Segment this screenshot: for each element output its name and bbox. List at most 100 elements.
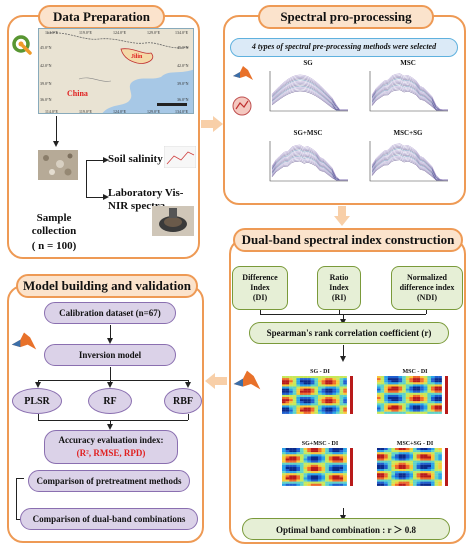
heatmap-cell xyxy=(427,477,432,480)
map-top-tick: 114.0°E xyxy=(45,30,58,35)
heatmap-cell xyxy=(285,448,290,451)
heatmap-cell xyxy=(380,409,385,412)
heatmap-cell xyxy=(289,454,293,457)
heatmap-cell xyxy=(395,475,399,478)
heatmap-cell xyxy=(431,401,435,404)
heatmap-cell xyxy=(395,464,399,467)
heatmap-cell xyxy=(423,401,428,404)
heatmap-cell xyxy=(303,452,308,455)
model-connector-h xyxy=(38,380,188,381)
heatmap-cell xyxy=(402,452,406,455)
heatmap-cell xyxy=(307,452,311,455)
heatmap-cell xyxy=(343,477,347,480)
heatmap-cell xyxy=(339,386,344,389)
heatmap-cell xyxy=(318,473,322,476)
map-bottom-tick: 134.0°E xyxy=(175,109,189,114)
index-line: (NDI) xyxy=(417,293,437,302)
heatmap-cell xyxy=(402,483,406,486)
heatmap-colorbar xyxy=(445,376,448,414)
heatmap-cell xyxy=(427,469,432,472)
model-rf: RF xyxy=(88,388,132,414)
heatmap-cell xyxy=(314,448,319,451)
heatmap-cell xyxy=(420,403,424,406)
heatmap-cell xyxy=(314,458,319,461)
heatmap-cell xyxy=(395,466,399,470)
heatmap-cell xyxy=(409,454,414,457)
heatmap-cell xyxy=(398,458,403,461)
heatmap-cell xyxy=(300,386,304,389)
matlab-icon xyxy=(11,332,37,350)
heatmap-cell xyxy=(398,475,403,478)
map-top-tick: 129.0°E xyxy=(147,30,161,35)
heatmap-cell xyxy=(307,411,311,414)
heatmap-cell xyxy=(416,456,421,459)
heatmap-cell xyxy=(377,473,381,476)
heatmap-cell xyxy=(405,409,410,412)
heatmap-cell xyxy=(292,479,297,482)
heatmap-cell xyxy=(303,380,308,383)
heatmap-cell xyxy=(420,469,424,472)
heatmap-cell xyxy=(384,464,388,467)
heatmap-cell xyxy=(300,388,304,391)
heatmap-cell xyxy=(303,483,308,486)
heatmap-cell xyxy=(395,376,399,379)
heatmap-cell xyxy=(413,452,417,455)
heatmap-cell xyxy=(438,460,442,463)
index-box-ndi: Normalized difference index (NDI) xyxy=(391,266,463,310)
heatmap-cell xyxy=(427,454,432,457)
heatmap-cell xyxy=(310,477,315,480)
heatmap-cell xyxy=(402,388,406,391)
heatmap-cell xyxy=(289,479,293,482)
heatmap-cell xyxy=(328,394,333,398)
heatmap-cell xyxy=(384,407,388,410)
model-panel xyxy=(7,285,204,543)
heatmap-cell xyxy=(336,466,340,470)
heatmap-cell xyxy=(420,450,424,453)
heatmap-cell xyxy=(413,403,417,406)
heatmap-cell xyxy=(423,458,428,461)
heatmap-cell xyxy=(328,409,333,412)
heatmap-cell xyxy=(325,390,329,393)
heatmap-cell xyxy=(314,460,319,463)
heatmap-cell xyxy=(402,407,406,410)
heatmap-cell xyxy=(336,483,340,486)
lab-visnir-label: Laboratory Vis-NIR spectra xyxy=(108,187,184,212)
heatmap-cell xyxy=(384,481,388,484)
heatmap-cell xyxy=(434,473,439,476)
heatmap-cell xyxy=(328,458,333,461)
heatmap-cell xyxy=(420,380,424,383)
heatmap-label: MSC - DI xyxy=(402,369,428,375)
heatmap-cell xyxy=(420,376,424,379)
heatmap-cell xyxy=(289,390,293,393)
heatmap-cell xyxy=(387,464,392,467)
heatmap-cell xyxy=(413,456,417,459)
heatmap-cell xyxy=(395,454,399,457)
heatmap-cell xyxy=(434,452,439,455)
heatmap-cell xyxy=(289,448,293,451)
heatmap-cell xyxy=(402,390,406,393)
chart-axis xyxy=(269,141,348,182)
heatmap-cell xyxy=(398,483,403,486)
spectral-curve xyxy=(271,74,348,111)
heatmap-cell xyxy=(285,481,290,484)
heatmap-cell xyxy=(384,401,388,404)
heatmap-cell xyxy=(377,460,381,463)
heatmap-cell xyxy=(398,456,403,459)
heatmap-cell xyxy=(427,471,432,474)
heatmap-cell xyxy=(289,388,293,391)
heatmap-cell xyxy=(339,401,344,404)
heatmap-cell xyxy=(384,471,388,474)
heatmap-cell xyxy=(292,407,297,410)
heatmap-cell xyxy=(282,390,286,393)
heatmap-cell xyxy=(377,475,381,478)
heatmap-cell xyxy=(285,386,290,389)
heatmap-cell xyxy=(391,397,396,400)
heatmap-cell xyxy=(427,407,432,410)
heatmap-cell xyxy=(380,411,385,414)
heatmap-cell xyxy=(314,388,319,391)
heatmap-cell xyxy=(310,411,315,414)
heatmap-cell xyxy=(332,460,337,463)
heatmap-cell xyxy=(292,454,297,457)
heatmap-cell xyxy=(307,376,311,379)
heatmap-cell xyxy=(310,384,315,387)
